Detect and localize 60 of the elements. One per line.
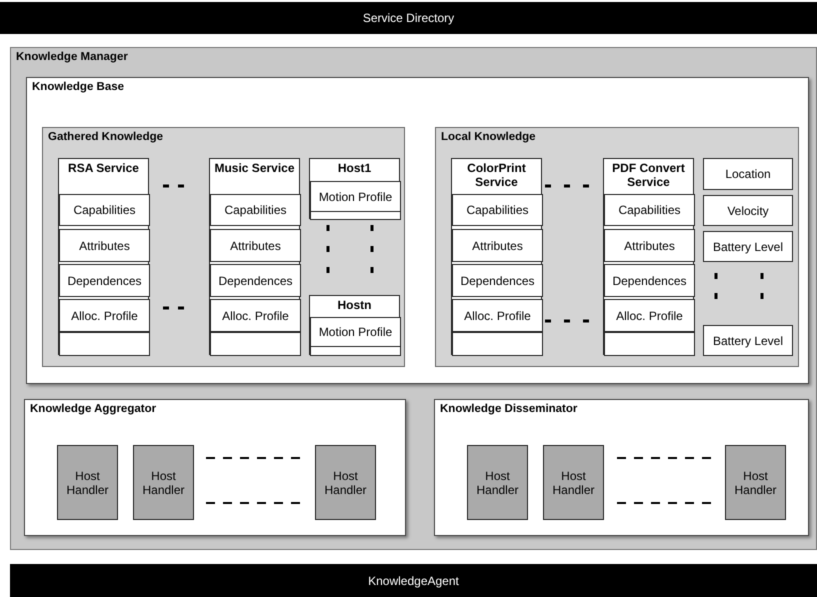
module-panel	[26, 77, 809, 384]
empty-cell	[59, 332, 150, 356]
module-panel	[434, 399, 809, 536]
panel-title: Knowledge Base	[32, 81, 124, 93]
field-cell: Alloc. Profile	[452, 299, 543, 332]
container-panel	[10, 47, 817, 550]
record-card	[451, 158, 542, 355]
title-bar: KnowledgeAgent	[10, 564, 817, 597]
knowledge-panel	[42, 127, 405, 367]
empty-cell	[310, 346, 401, 356]
knowledge-panel	[435, 127, 799, 367]
field-cell: Dependences	[452, 264, 543, 297]
panel-title: Local Knowledge	[441, 131, 536, 143]
field-cell: Velocity	[703, 195, 793, 226]
handler-box: Host Handler	[543, 445, 604, 520]
empty-cell	[310, 211, 401, 220]
record-card	[209, 158, 300, 355]
record-card	[309, 295, 400, 355]
panel-title: Knowledge Manager	[16, 51, 128, 63]
field-cell: Dependences	[604, 264, 695, 297]
title-bar: Service Directory	[0, 2, 817, 34]
field-cell: Location	[703, 158, 793, 190]
field-cell: Attributes	[59, 229, 150, 262]
panel-title: Gathered Knowledge	[48, 131, 164, 143]
card-title: ColorPrint Service	[466, 161, 527, 189]
empty-cell	[210, 332, 301, 356]
field-cell: Attributes	[210, 229, 301, 262]
handler-box: Host Handler	[467, 445, 528, 520]
field-cell: Capabilities	[604, 194, 695, 226]
card-title: PDF Convert Service	[611, 161, 686, 189]
card-title: RSA Service	[67, 161, 140, 175]
empty-cell	[452, 332, 543, 356]
handler-box: Host Handler	[315, 445, 376, 520]
field-cell: Alloc. Profile	[210, 299, 301, 332]
record-card	[58, 158, 149, 355]
empty-cell	[604, 332, 695, 356]
field-cell: Motion Profile	[310, 317, 401, 347]
field-cell: Dependences	[59, 264, 150, 297]
field-cell: Alloc. Profile	[604, 299, 695, 332]
field-cell: Motion Profile	[310, 181, 401, 212]
field-cell: Battery Level	[703, 325, 793, 356]
handler-box: Host Handler	[725, 445, 786, 520]
handler-box: Host Handler	[133, 445, 194, 520]
field-cell: Dependences	[210, 264, 301, 297]
field-cell: Capabilities	[452, 194, 543, 226]
field-cell: Battery Level	[703, 231, 793, 262]
field-cell: Alloc. Profile	[59, 299, 150, 332]
module-panel	[24, 399, 406, 536]
field-cell: Attributes	[452, 229, 543, 262]
card-title: Host1	[336, 161, 372, 175]
card-title: Hostn	[336, 298, 372, 312]
panel-title: Knowledge Disseminator	[440, 403, 578, 415]
card-title: Music Service	[213, 161, 296, 175]
record-card	[603, 158, 694, 355]
panel-title: Knowledge Aggregator	[30, 403, 156, 415]
record-card	[309, 158, 400, 219]
field-cell: Capabilities	[210, 194, 301, 226]
handler-box: Host Handler	[57, 445, 118, 520]
field-cell: Capabilities	[59, 194, 150, 226]
field-cell: Attributes	[604, 229, 695, 262]
